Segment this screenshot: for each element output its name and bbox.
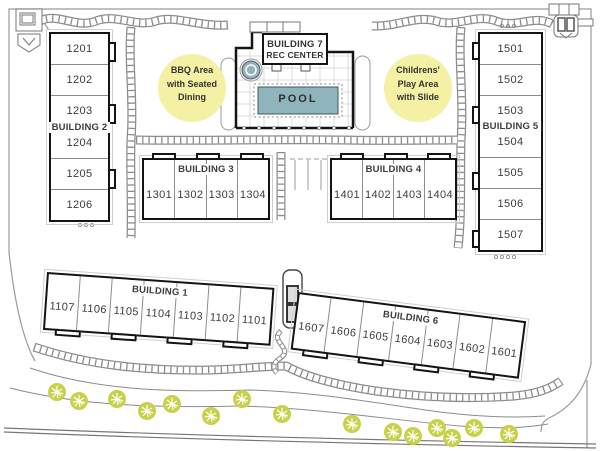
building-2: 1201 1202 1203 1204 1205 1206 BUILDING 2 <box>46 29 116 225</box>
unit-cell[interactable]: 1102 <box>205 285 242 342</box>
play-area-circle <box>384 54 452 122</box>
unit-cell[interactable]: 1204 <box>51 128 108 159</box>
unit-cell[interactable]: 1404 <box>426 189 454 201</box>
unit-cell[interactable]: 1106 <box>77 276 113 333</box>
patio-bump <box>384 153 408 160</box>
trash-enclosure-top-left <box>15 8 43 53</box>
unit-cell[interactable]: 1304 <box>239 189 266 201</box>
building-3: 1301 1302 1303 1304 BUILDING 3 <box>139 153 273 223</box>
unit-cell[interactable]: 1401 <box>332 160 363 218</box>
unit-cell[interactable]: 1302 <box>175 160 207 218</box>
parking-stalls <box>290 158 330 190</box>
spa-circle <box>239 58 263 82</box>
bbq-callout-line: BBQ Area <box>170 65 214 75</box>
patio-bump <box>108 169 116 189</box>
building-2-label: BUILDING 2 <box>48 122 111 133</box>
building-7-label-box: BUILDING 7 REC CENTER <box>262 33 328 65</box>
patio-bump <box>152 153 176 160</box>
patio-bump <box>472 172 480 190</box>
play-area-callout: Childrens' Play Area with Slide <box>383 64 453 105</box>
play-callout-line: Childrens' <box>396 65 440 75</box>
building-4: 1401 1402 1403 1404 BUILDING 4 <box>327 153 460 223</box>
rec-center-details <box>242 21 351 130</box>
unit-cell[interactable]: 1202 <box>51 65 108 97</box>
patio-bump <box>108 104 116 124</box>
unit-cell[interactable]: 1504 <box>480 127 541 158</box>
patio-bump <box>472 42 480 60</box>
unit-cell[interactable]: 1301 <box>144 160 176 218</box>
patio-bump <box>108 42 116 62</box>
patio-bump <box>340 153 364 160</box>
building-7-label: BUILDING 7 <box>267 38 323 50</box>
bottom-road <box>3 427 597 449</box>
patio-bump <box>196 153 220 160</box>
building-4-label: BUILDING 4 <box>362 164 425 175</box>
unit-cell[interactable]: 1501 <box>480 34 541 65</box>
building-3-label: BUILDING 3 <box>175 164 237 175</box>
trash-enclosure-top-right <box>548 3 594 39</box>
pool-label: POOL <box>278 93 318 105</box>
play-callout-line: Play Area <box>397 78 439 89</box>
play-callout-line: with Slide <box>396 92 439 102</box>
bbq-area-circle <box>158 54 226 122</box>
rec-center-label: REC CENTER <box>266 49 324 60</box>
unit-cell[interactable]: 1601 <box>490 345 518 361</box>
unit-cell[interactable]: 1502 <box>480 65 541 96</box>
unit-cell[interactable]: 1402 <box>363 160 394 218</box>
unit-cell[interactable]: 1507 <box>497 229 524 241</box>
site-boundary <box>8 8 592 448</box>
porch-dots <box>78 23 517 259</box>
unit-cell[interactable]: 1205 <box>51 159 108 190</box>
building-5-label: BUILDING 5 <box>479 121 542 132</box>
patio-bump <box>427 153 451 160</box>
unit-cell[interactable]: 1107 <box>45 274 81 331</box>
building-5: 1501 1502 1503 1504 1505 1506 1507 BUILD… <box>472 29 546 255</box>
landscape-lines <box>9 367 549 429</box>
unit-cell[interactable]: 1303 <box>207 160 238 218</box>
bbq-area-callout: BBQ Area with Seated Dining <box>157 64 227 105</box>
patio-bump <box>472 230 480 248</box>
unit-cell[interactable]: 1206 <box>66 198 93 211</box>
unit-cell[interactable]: 1505 <box>480 158 541 189</box>
patio-bump <box>240 153 264 160</box>
bbq-callout-line: with Seated <box>166 78 217 89</box>
unit-cell[interactable]: 1403 <box>394 160 425 218</box>
bbq-callout-line: Dining <box>178 92 206 102</box>
unit-cell[interactable]: 1506 <box>480 189 541 220</box>
unit-cell[interactable]: 1101 <box>241 313 268 328</box>
patio-bump <box>472 106 480 124</box>
pool <box>253 83 343 118</box>
unit-cell[interactable]: 1201 <box>51 34 108 66</box>
